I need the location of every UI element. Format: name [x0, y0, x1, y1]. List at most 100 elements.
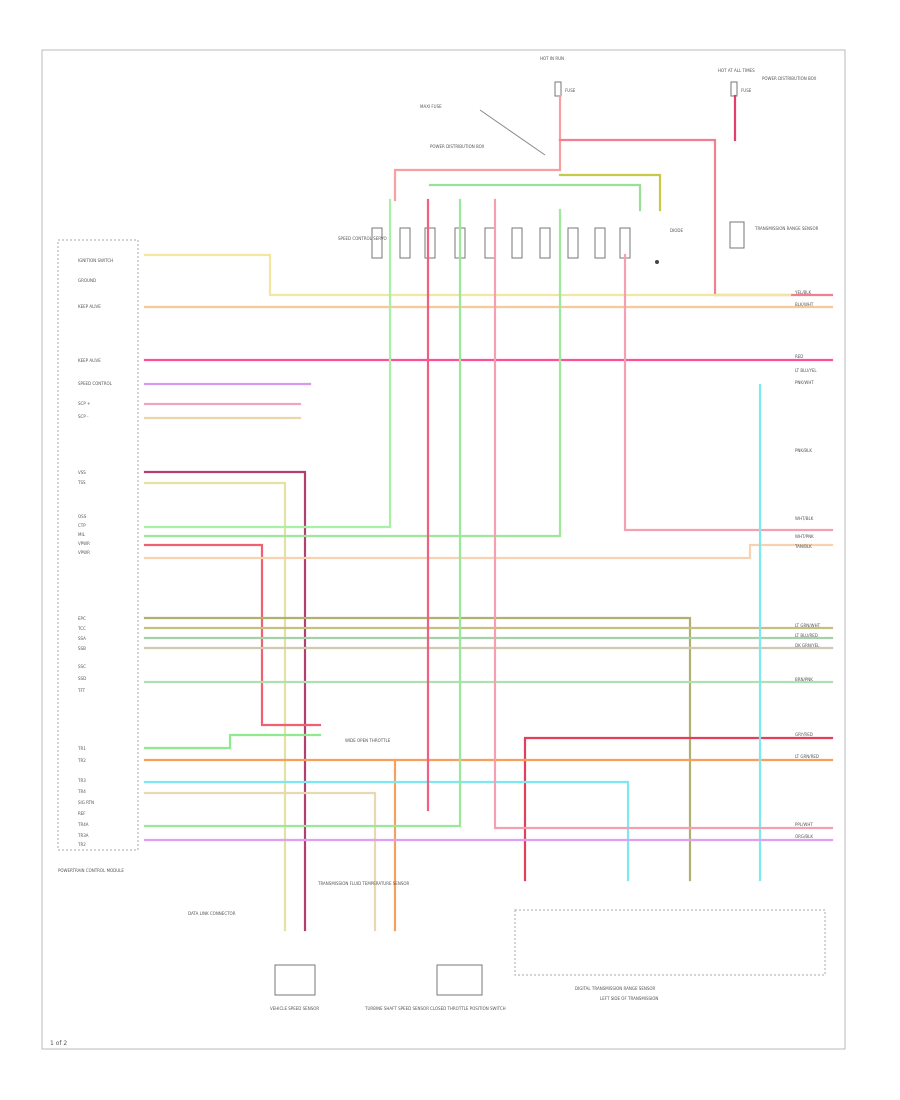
tss-label: TURBINE SHAFT SPEED SENSOR: [364, 1006, 429, 1011]
relay-coil: [567, 227, 579, 259]
wire-label: ORG/BLK: [795, 834, 813, 839]
pcm-pin-labels: IGNITION SWITCH GROUND KEEP ALIVE KEEP A…: [77, 258, 113, 847]
wire-label: TAN/BLK: [794, 544, 812, 549]
wire-label: PNK/BLK: [795, 448, 812, 453]
pcm-pin-label: REF: [78, 811, 86, 816]
hot-in-run-label: HOT IN RUN: [540, 56, 564, 61]
ground-dot: [655, 260, 659, 264]
transmission-range-switch: [729, 221, 745, 249]
maxi-fuse-label: MAXI FUSE: [420, 104, 442, 109]
ctp-label: CLOSED THROTTLE POSITION SWITCH: [430, 1006, 506, 1011]
diagram-frame: [41, 49, 846, 1050]
pcm-pin-label: OSS: [78, 514, 87, 519]
relay-coil: [424, 227, 436, 259]
wire-label: WHT/PNK: [795, 534, 814, 539]
transmission-range-sensor-label: TRANSMISSION RANGE SENSOR: [754, 226, 819, 231]
wire-color-labels: YEL/BLK BLK/WHT RED PNK/WHT PNK/BLK WHT/…: [794, 290, 821, 839]
hot-at-all-times-label: HOT AT ALL TIMES: [718, 68, 755, 73]
pcm-pin-label: VSS: [78, 470, 86, 475]
pcm-pin-label: SCP -: [78, 414, 89, 419]
pcm-pin-label: SSA: [78, 636, 86, 641]
diode-label: DIODE: [670, 228, 683, 233]
pcm-pin-label: KEEP ALIVE: [78, 304, 101, 309]
wire-label: LT BLU/YEL: [795, 368, 817, 373]
wire-olive-1: [143, 616, 692, 882]
pcm-pin-label: MIL: [78, 532, 86, 537]
tft-label: TRANSMISSION FLUID TEMPERATURE SENSOR: [317, 881, 410, 886]
wire-label: BRN/PNK: [795, 677, 813, 682]
fuse-1: [554, 81, 562, 97]
pcm-pin-label: SSC: [78, 664, 86, 669]
relay-coil: [619, 227, 631, 259]
bottom-components: VEHICLE SPEED SENSOR TURBINE SHAFT SPEED…: [188, 738, 826, 1011]
wire-pink-vert: [493, 198, 834, 830]
wire-label: PNK/WHT: [795, 380, 814, 385]
wire-label: LT BLU/RED: [795, 633, 818, 638]
wire-label: LT GRN/WHT: [795, 623, 821, 628]
pcm-pin-label: VPWR: [78, 550, 90, 555]
vss-label: VEHICLE SPEED SENSOR: [270, 1006, 319, 1011]
wire-dk-red-lower: [523, 736, 834, 882]
wire-light-green-2: [143, 208, 562, 538]
pcm-pin-label: TR3: [77, 778, 86, 783]
digital-trs-label: DIGITAL TRANSMISSION RANGE SENSOR: [575, 986, 656, 991]
pcm-pin-label: GROUND: [78, 278, 96, 283]
pcm-pin-label: SSB: [78, 646, 86, 651]
relay-coil: [511, 227, 523, 259]
wire-tan-lower: [143, 791, 377, 932]
pcm-pin-label: SPEED CONTROL: [78, 381, 113, 386]
wide-open-throttle-label: WIDE OPEN THROTTLE: [345, 738, 391, 743]
pcm-pin-label: TR2: [77, 758, 86, 763]
wire-label: LT GRN/RED: [795, 754, 819, 759]
wire-pink-long: [623, 253, 834, 532]
wire-label: RED: [795, 354, 803, 359]
wire-peach: [143, 543, 834, 560]
pcm-pin-label: EPC: [78, 616, 86, 621]
pcm-pin-label: TR4A: [77, 822, 89, 827]
fuse-2-label: FUSE: [741, 88, 752, 93]
pcm-pin-label: VPWR: [78, 541, 90, 546]
pcm-label: POWERTRAIN CONTROL MODULE: [58, 868, 124, 873]
wire-label: BLK/WHT: [795, 302, 814, 307]
wire-olive-feed: [558, 173, 662, 212]
pcm-pin-label: TSS: [77, 480, 86, 485]
pcm-pin-label: TR4: [77, 789, 86, 794]
pcm-pin-label: TR3A: [77, 833, 89, 838]
fuse-1-label: FUSE: [565, 88, 576, 93]
relay-block: SPEED CONTROL SERVO DIODE TRANSMISSION R…: [338, 221, 819, 264]
wire-label: GRY/RED: [795, 732, 813, 737]
pcm-box: [57, 239, 139, 851]
maxi-fuse-leader: [479, 109, 546, 156]
wires: [143, 94, 834, 932]
data-link-connector-label: DATA LINK CONNECTOR: [188, 911, 236, 916]
power-distribution-box-label-2: POWER DISTRIBUTION BOX: [430, 144, 485, 149]
wire-label: YEL/BLK: [794, 290, 812, 295]
wire-green-low: [143, 198, 462, 828]
pcm-pin-label: TR1: [77, 746, 86, 751]
pcm-pin-label: TFT: [77, 688, 86, 693]
speed-control-servo-switch: [371, 227, 383, 259]
wire-yellow: [143, 253, 792, 297]
wire-red: [393, 94, 562, 202]
pcm-pin-label: SCP +: [78, 401, 90, 406]
fuse-2: [730, 81, 738, 97]
digital-trs-box: [514, 909, 826, 976]
relay-coil: [484, 227, 496, 259]
wire-light-green-1: [143, 198, 392, 529]
page-number: 1 of 2: [50, 1040, 67, 1047]
pcm-pin-label: TR2: [77, 842, 86, 847]
pcm-pin-label: KEEP ALIVE: [78, 358, 101, 363]
wire-label: DK GRN/YEL: [795, 643, 820, 648]
pcm-pin-label: CTP: [78, 523, 86, 528]
pcm-pin-label: SSD: [78, 676, 86, 681]
wire-label: PPL/WHT: [795, 822, 813, 827]
relay-coil: [539, 227, 551, 259]
relay-coil: [399, 227, 411, 259]
wire-green-lower: [143, 733, 322, 750]
pcm-pin-label: IGNITION SWITCH: [78, 258, 113, 263]
pcm-pin-label: SIG RTN: [78, 800, 94, 805]
wire-khaki: [143, 481, 287, 932]
power-distribution-box-label: POWER DISTRIBUTION BOX: [762, 76, 817, 81]
wire-red-pcm: [143, 543, 322, 727]
wire-green-feed: [428, 183, 642, 212]
